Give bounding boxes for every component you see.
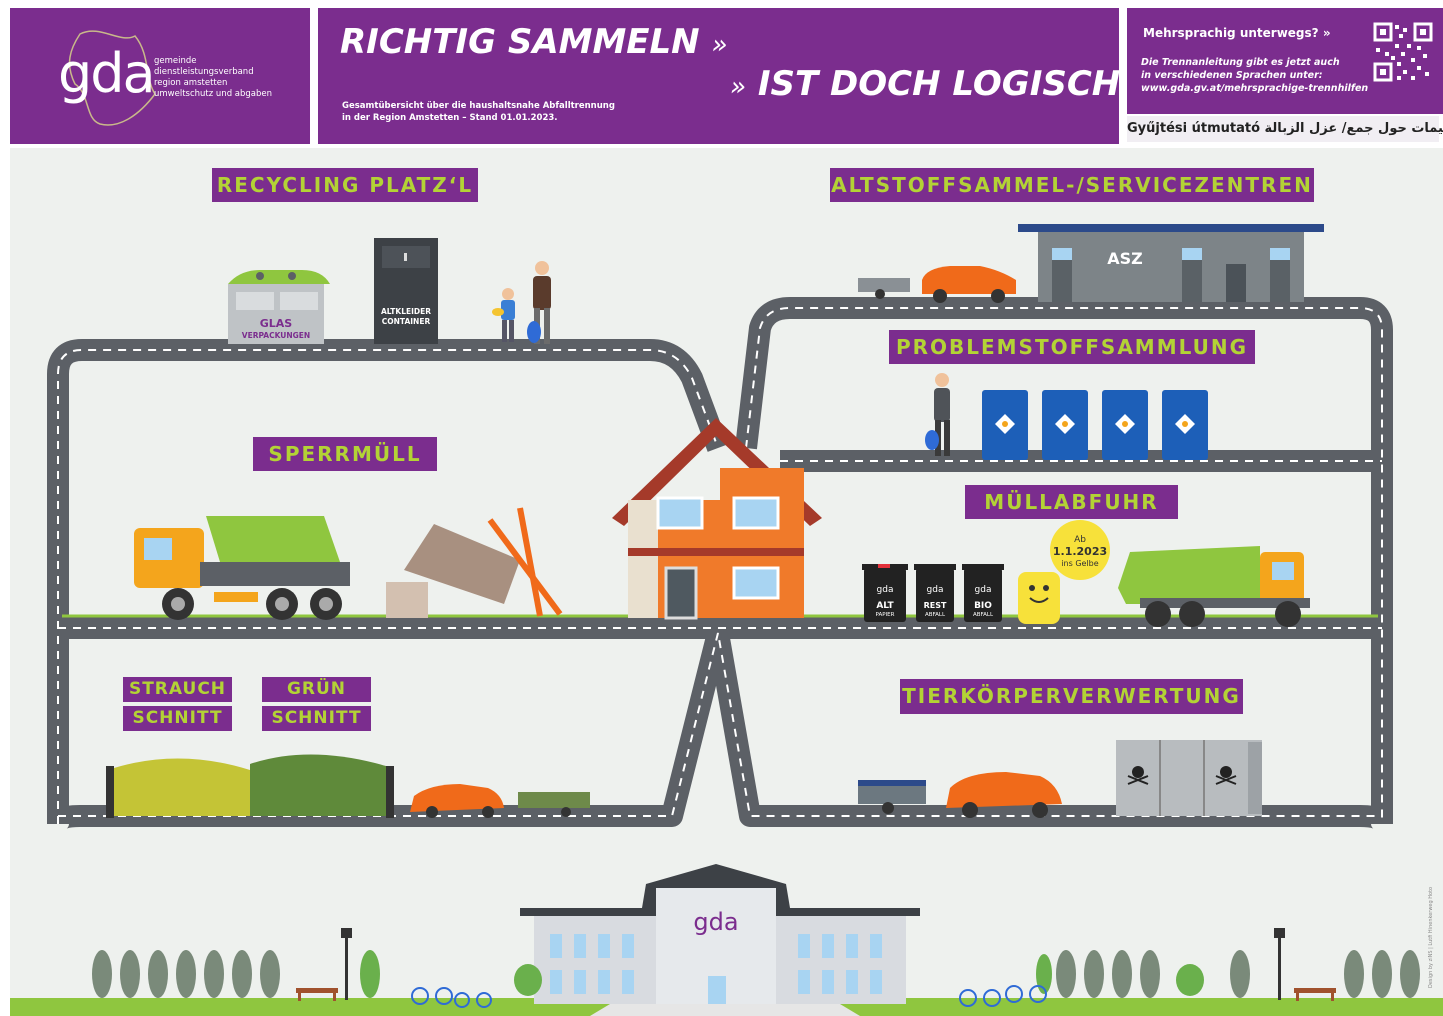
house-icon	[612, 418, 822, 620]
label-strauch-2: SCHNITT	[123, 706, 232, 731]
trees-left	[92, 950, 542, 998]
org-line: umweltschutz und abgaben	[154, 89, 273, 99]
glass-sublabel: VERPACKUNGEN	[242, 331, 310, 340]
yellow-bin-mascot-icon	[1018, 520, 1110, 624]
hazard-barrels	[982, 390, 1208, 460]
label-sperrmuell: SPERRMÜLL	[253, 437, 437, 471]
multilang-line: Die Trennanleitung gibt es jetzt auch	[1141, 57, 1340, 68]
town-hall-building	[520, 864, 920, 1004]
map-outline-icon	[68, 30, 156, 126]
car-trailer-icon	[858, 266, 1016, 303]
label-asz-centers: ALTSTOFFSAMMEL-/SERVICEZENTREN	[830, 168, 1314, 202]
bulky-furniture-icon	[386, 507, 563, 618]
carcass-container-icon	[1116, 740, 1262, 816]
bin-sublabel: ABFALL	[973, 612, 994, 618]
subtitle-line: in der Region Amstetten – Stand 01.01.20…	[342, 113, 558, 123]
title-left-text: RICHTIG SAMMELN	[340, 22, 700, 62]
bin-label: REST	[924, 601, 947, 610]
label-gruen-1: GRÜN	[262, 677, 371, 702]
glass-label: GLAS	[260, 317, 293, 330]
badge-line: Ab	[1074, 535, 1086, 545]
clothing-label: ALTKLEIDER	[381, 307, 431, 316]
bin-brand: gda	[927, 585, 944, 595]
label-problemstoff: PROBLEMSTOFFSAMMLUNG	[889, 330, 1255, 364]
multilang-strip: Gyűjtési útmutató تعليمات حول جمع/ عزل ا…	[1127, 116, 1443, 142]
garbage-truck-icon	[1118, 546, 1310, 627]
bulky-waste-truck-icon	[134, 516, 350, 620]
bin-sublabel: PAPIER	[876, 612, 895, 618]
multilang-url[interactable]: www.gda.gv.at/mehrsprachige-trennhilfen	[1141, 83, 1369, 94]
subtitle: Gesamtübersicht über die haushaltsnahe A…	[342, 100, 615, 124]
double-chevron-icon: »	[711, 30, 728, 60]
title-left: RICHTIG SAMMELN »	[340, 22, 728, 62]
label-muellabfuhr: MÜLLABFUHR	[965, 485, 1178, 519]
clothing-sublabel: CONTAINER	[382, 317, 431, 326]
glass-container	[228, 270, 330, 344]
badge-date: 1.1.2023	[1053, 545, 1107, 558]
bench-icon	[296, 988, 1336, 1001]
asz-building	[1018, 224, 1324, 302]
design-credit: Design by ziNS | Lutfi Hinenkerweg Hoto	[1428, 887, 1434, 988]
logo-panel: gda gemeinde dienstleistungsverband regi…	[10, 8, 310, 144]
car-green-trailer-icon	[410, 784, 590, 818]
label-gruen-2: SCHNITT	[262, 706, 371, 731]
subtitle-line: Gesamtübersicht über die haushaltsnahe A…	[342, 101, 615, 111]
double-chevron-icon: »	[730, 72, 747, 102]
label-strauch-1: STRAUCH	[123, 677, 232, 702]
clothing-container	[374, 238, 438, 344]
label-recycling: RECYCLING PLATZ‘L	[212, 168, 478, 202]
org-name: gemeinde dienstleistungsverband region a…	[154, 56, 272, 100]
bin-brand: gda	[877, 585, 894, 595]
person-with-bag-icon	[925, 373, 950, 456]
multilang-text: Die Trennanleitung gibt es jetzt auch in…	[1141, 56, 1368, 95]
multilang-panel: Mehrsprachig unterwegs? » Die Trennanlei…	[1127, 8, 1443, 114]
org-line: dienstleistungsverband	[154, 67, 254, 77]
badge-line: ins Gelbe	[1061, 559, 1098, 568]
multilang-title: Mehrsprachig unterwegs? »	[1143, 26, 1331, 40]
org-line: region amstetten	[154, 78, 228, 88]
trees-right	[1036, 950, 1420, 998]
org-line: gemeinde	[154, 56, 197, 66]
street-lamp-icon	[341, 928, 1285, 1000]
label-tierkoerper: TIERKÖRPERVERWERTUNG	[900, 679, 1243, 714]
bin-label: BIO	[974, 601, 992, 611]
bin-label: ALT	[876, 601, 894, 611]
car-trailer-icon	[858, 772, 1062, 818]
title-right-text: IST DOCH LOGISCH!	[757, 64, 1136, 104]
title-panel: RICHTIG SAMMELN » » IST DOCH LOGISCH! Ge…	[318, 8, 1136, 144]
scene-illustration: GLAS VERPACKUNGEN ALTKLEIDER CONTAINER A…	[10, 148, 1443, 1016]
multilang-title-text: Mehrsprachig unterwegs?	[1143, 26, 1319, 40]
double-chevron-icon: »	[1322, 26, 1331, 40]
shrub-cuttings-pile	[106, 754, 394, 818]
person-adult-icon	[527, 261, 551, 344]
person-child-icon	[492, 288, 515, 342]
waste-bins	[862, 564, 1004, 622]
road-markings	[57, 307, 1383, 824]
multilang-line: in verschiedenen Sprachen unter:	[1141, 70, 1323, 81]
bin-brand: gda	[975, 585, 992, 595]
bin-sublabel: ABFALL	[925, 612, 946, 618]
title-right: » IST DOCH LOGISCH!	[730, 64, 1136, 104]
logo-wordmark: gda	[58, 42, 156, 105]
asz-sign: ASZ	[1107, 249, 1143, 268]
building-logo: gda	[693, 908, 738, 936]
cyclists-icon	[411, 985, 1047, 1008]
qr-code-icon[interactable]	[1373, 22, 1433, 82]
